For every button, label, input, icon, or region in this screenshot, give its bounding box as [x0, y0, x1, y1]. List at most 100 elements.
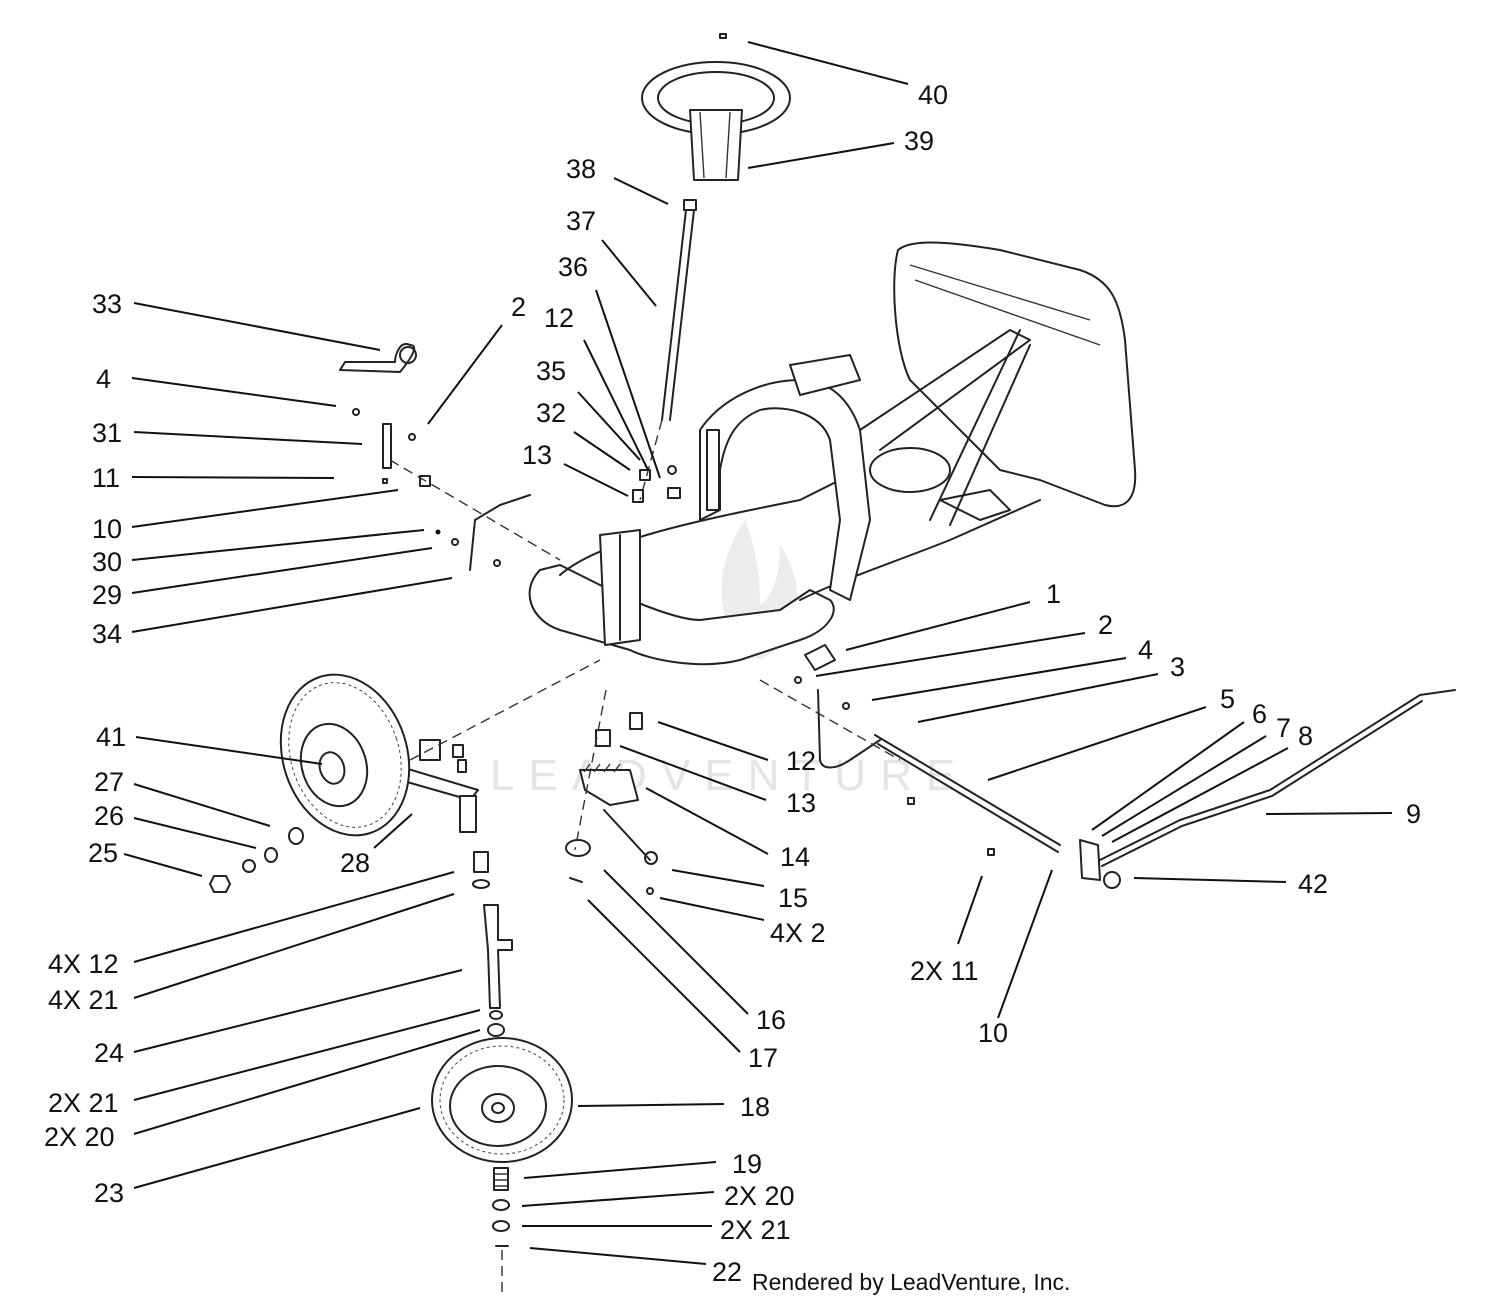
- callout-30: 30: [92, 547, 122, 577]
- gear-centerline: [574, 689, 607, 851]
- callout-42: 42: [1298, 869, 1328, 899]
- bolt-4b: [842, 702, 850, 710]
- rod-5-edge: [877, 743, 1059, 853]
- washer-34: [493, 559, 501, 567]
- pin-11: [382, 478, 388, 484]
- callout-2x20-right: 2X 20: [724, 1181, 795, 1211]
- leader-1: [845, 601, 1031, 651]
- shaft-centerline: [639, 419, 663, 501]
- callout-8: 8: [1298, 721, 1313, 751]
- steering-cap-40: [719, 33, 727, 39]
- leader-37: [601, 239, 657, 307]
- callout-29: 29: [92, 580, 122, 610]
- leader-13b: [619, 745, 767, 801]
- callout-13-top: 13: [522, 440, 552, 470]
- leader-11: [131, 476, 335, 479]
- callout-4-right: 4: [1138, 635, 1153, 665]
- callout-35: 35: [536, 356, 566, 386]
- shaft-sleeve-38: [683, 199, 697, 211]
- bushing-4x12: [473, 851, 489, 873]
- steering-shaft-rod: [661, 209, 695, 421]
- tire-tread-41: [288, 682, 402, 828]
- sector-gear-teeth: [583, 763, 621, 773]
- leader-3: [917, 673, 1159, 723]
- bushing-12b: [629, 712, 643, 730]
- leader-10a: [131, 489, 399, 528]
- frame-rail-left: [559, 479, 841, 576]
- key-17: [569, 877, 583, 883]
- drag-link-15: [603, 809, 651, 861]
- leader-9: [1265, 812, 1393, 815]
- callout-2x21-right: 2X 21: [720, 1215, 791, 1245]
- callout-26: 26: [94, 801, 124, 831]
- callout-33: 33: [92, 289, 122, 319]
- callout-28: 28: [340, 848, 370, 878]
- leader-17: [587, 899, 741, 1053]
- rod-9-edge: [1101, 700, 1423, 867]
- tractor-frame: [528, 241, 1137, 666]
- leader-2x11: [957, 875, 983, 945]
- callout-37: 37: [566, 206, 596, 236]
- leader-26: [133, 817, 257, 849]
- ball-joint-15: [644, 851, 658, 865]
- bracket-3: [817, 689, 881, 769]
- assembly-line-left: [389, 459, 561, 561]
- steering-wheel: [641, 33, 791, 181]
- axle-hardware-left: [209, 827, 304, 893]
- callout-3: 3: [1170, 652, 1185, 682]
- callout-6: 6: [1252, 699, 1267, 729]
- front-wheel-23: [431, 1037, 573, 1163]
- bushing-12a: [667, 487, 681, 499]
- watermark-text: LEADVENTURE: [490, 751, 969, 800]
- rod-34: [469, 494, 531, 571]
- bushing-13a: [632, 489, 644, 503]
- callout-labels: 40 39 38 37 36 33 2 12 35 32 13 4 31 11 …: [44, 80, 1421, 1287]
- frame-cross-member: [789, 354, 861, 396]
- rear-bracket: [939, 489, 1011, 521]
- frame-opening: [869, 447, 951, 493]
- tire-41: [279, 673, 411, 837]
- callout-16: 16: [756, 1005, 786, 1035]
- wheel-hardware: [492, 1167, 510, 1295]
- callout-2-top: 2: [511, 292, 526, 322]
- steering-wheel-hub: [689, 109, 743, 181]
- spindle-24: [483, 904, 513, 1009]
- callout-39: 39: [904, 126, 934, 156]
- washer-2x21b: [492, 1220, 510, 1232]
- bushing-10a: [419, 475, 431, 487]
- leader-23: [133, 1107, 421, 1189]
- callout-4-left: 4: [96, 364, 111, 394]
- leader-lines: [123, 41, 1393, 1265]
- leader-2b: [815, 632, 1086, 677]
- nut-35: [667, 465, 677, 475]
- steering-shaft: [639, 199, 697, 501]
- leader-34: [131, 577, 453, 633]
- leader-39: [747, 142, 895, 169]
- callout-10-right: 10: [978, 1018, 1008, 1048]
- washer-27: [288, 827, 304, 845]
- pin-11b: [907, 797, 915, 805]
- tire-23: [431, 1037, 573, 1163]
- rod-9: [1099, 689, 1456, 861]
- nut-2a: [408, 433, 416, 441]
- leader-4x12: [133, 871, 455, 963]
- callout-24: 24: [94, 1038, 124, 1068]
- callout-12-top: 12: [544, 303, 574, 333]
- callout-1: 1: [1046, 579, 1061, 609]
- callout-34: 34: [92, 619, 122, 649]
- callout-23: 23: [94, 1178, 124, 1208]
- washer-2x20a: [487, 1023, 505, 1037]
- spindle-assembly: [472, 851, 513, 1037]
- leader-5: [987, 706, 1207, 781]
- leader-25: [123, 853, 203, 877]
- left-linkage: [339, 343, 681, 571]
- callout-10-left: 10: [92, 514, 122, 544]
- steering-wheel-hub-ribs: [699, 111, 731, 179]
- washer-26b: [242, 859, 256, 873]
- callout-18: 18: [740, 1092, 770, 1122]
- frame-post: [706, 429, 720, 511]
- rear-fender-plate: [893, 241, 1137, 508]
- rod-5: [874, 734, 1061, 846]
- bushing-top: [452, 744, 464, 758]
